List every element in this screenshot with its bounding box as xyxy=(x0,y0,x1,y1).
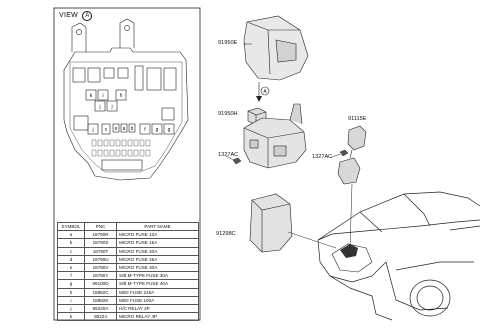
pnc-cell: 18790S xyxy=(84,238,117,248)
symbol-cell: b xyxy=(57,238,85,248)
box-letter: f xyxy=(144,127,146,133)
view-label: VIEW A xyxy=(59,11,93,21)
callout-lower-cover: 91298C xyxy=(216,231,236,237)
pnc-cell: 99100D xyxy=(84,279,117,289)
symbol-cell: e xyxy=(57,263,85,273)
box-letter: b xyxy=(131,126,134,132)
part-name-cell: MICRO FUSE 30A xyxy=(116,263,199,273)
box-letter: c xyxy=(105,127,108,133)
part-name-cell: MICRO RELAY 4P xyxy=(116,312,199,322)
leader-lower-cover xyxy=(287,231,337,249)
header-pnc: PNC xyxy=(84,221,117,232)
symbol-cell: d xyxy=(57,254,85,265)
callout-relay: 91950H xyxy=(218,111,238,117)
pnc-cell: 18790R xyxy=(84,230,117,240)
callout-bolt-right: 1327AC xyxy=(312,154,333,160)
symbol-cell: g xyxy=(57,279,85,289)
view-arrow: A xyxy=(256,82,270,102)
callout-top-cover: 91950E xyxy=(218,40,238,46)
view-label-text: VIEW xyxy=(59,12,79,19)
callout-bolt-left: 1327AC xyxy=(218,152,239,158)
pnc-cell: 18982K xyxy=(84,295,117,306)
pnc-cell: 95224 xyxy=(84,312,117,322)
part-name-cell: MICRO FUSE 20A xyxy=(116,246,199,256)
box-letter: i xyxy=(102,93,103,99)
box-letter: j xyxy=(91,127,93,133)
bolt-left xyxy=(225,155,242,165)
box-letter: j xyxy=(98,104,100,110)
part-name-cell: S/B M-TYPE FUSE 30A xyxy=(116,271,199,281)
box-letter: a xyxy=(123,126,126,132)
header-part-name: PART NAME xyxy=(116,221,199,232)
part-name-cell: MIDI FUSE 100A xyxy=(116,295,199,306)
part-name-cell: MICRO FUSE 15A xyxy=(116,238,199,248)
symbol-cell: a xyxy=(57,230,85,240)
part-name-cell: H/C RELAY 4P xyxy=(116,304,199,314)
pnc-cell: 18790Y xyxy=(84,271,117,281)
small-bracket-part xyxy=(337,125,367,185)
pnc-cell: 18790U xyxy=(84,254,117,265)
arrow-marker: A xyxy=(263,89,267,95)
box-letter: j xyxy=(110,104,112,110)
callout-small-box: 91115E xyxy=(348,116,367,122)
box-letter: e xyxy=(115,126,118,132)
part-name-cell: MIDI FUSE 225A xyxy=(116,287,199,297)
symbol-cell: f xyxy=(57,271,85,281)
symbol-cell: c xyxy=(57,246,85,256)
box-letter: g xyxy=(168,127,171,133)
symbol-cell: h xyxy=(57,287,85,297)
parts-table-header: SYMBOL PNC PART NAME xyxy=(57,221,199,232)
view-marker: A xyxy=(82,11,93,21)
car-illustration xyxy=(317,191,480,321)
pnc-cell: 18982C xyxy=(84,287,117,297)
box-letter: g xyxy=(156,127,159,133)
pnc-cell: 18790V xyxy=(84,263,117,273)
part-name-cell: MICRO FUSE 10A xyxy=(116,230,199,240)
fuse-box-body xyxy=(243,103,307,169)
fuse-box-cover xyxy=(243,15,309,81)
bolt-right xyxy=(329,149,349,159)
fuse-box-top-view xyxy=(63,18,189,181)
part-name-cell: MICRO FUSE 25A xyxy=(116,254,199,265)
leader-to-car xyxy=(349,183,353,249)
box-letter: k xyxy=(90,93,93,99)
pnc-cell: 95220A xyxy=(84,304,117,314)
symbol-cell: i xyxy=(57,295,85,306)
box-letters: k i h j j j c e a b f g g xyxy=(90,93,171,133)
box-letter: h xyxy=(120,93,123,99)
pnc-cell: 18790T xyxy=(84,246,117,256)
fuse-box-location xyxy=(340,244,358,258)
part-name-cell: S/B M-TYPE FUSE 40A xyxy=(116,279,199,289)
header-symbol: SYMBOL xyxy=(57,221,85,232)
lower-cover-part xyxy=(249,193,293,253)
symbol-cell: j xyxy=(57,304,85,314)
symbol-cell: k xyxy=(57,312,85,322)
